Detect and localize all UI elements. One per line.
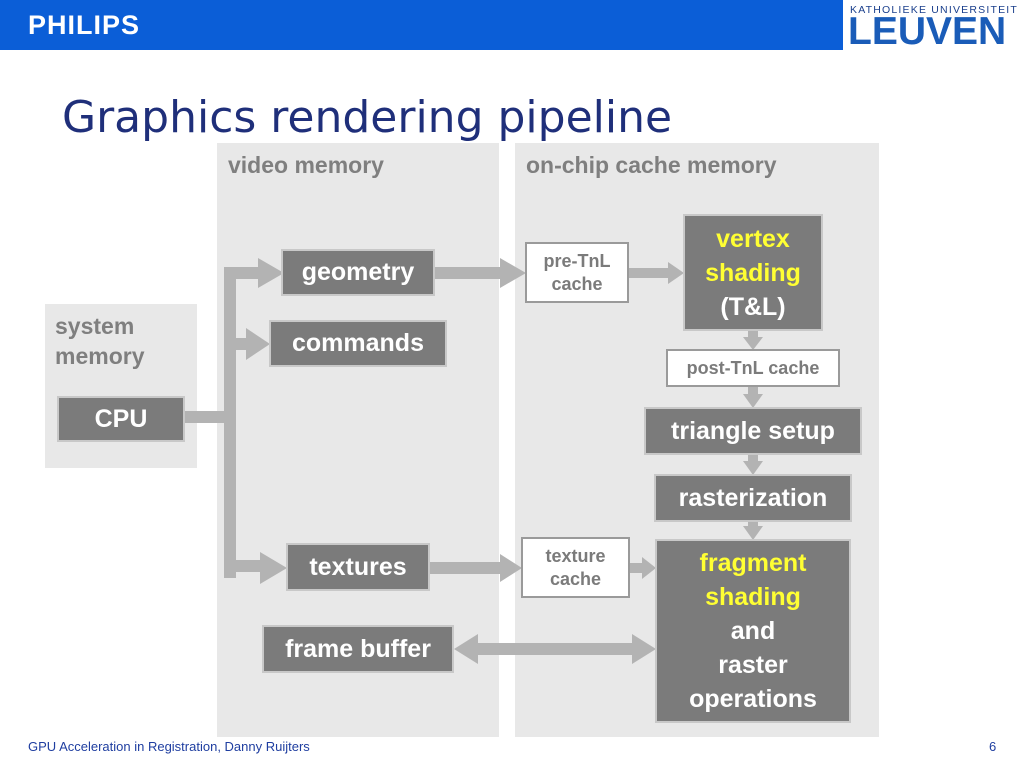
kuleuven-logo-main: LEUVEN <box>848 10 1007 53</box>
video-memory-label: video memory <box>228 152 384 178</box>
arrow-texcache-fragment-shaft <box>630 563 644 573</box>
arrow-to-commands-head <box>246 328 270 360</box>
philips-logo: PHILIPS <box>28 10 141 40</box>
vertex-shading-box: vertex shading (T&L) <box>683 214 823 331</box>
arrow-texcache-fragment-head <box>642 557 656 579</box>
arrow-vertex-posttnl-head <box>743 337 763 350</box>
system-memory-label: system memory <box>55 311 144 371</box>
fragment-shading-line3: and <box>730 617 776 645</box>
arrow-raster-fragment-head <box>743 526 763 540</box>
kuleuven-logo-top: KATHOLIEKE UNIVERSITEIT <box>850 4 1019 16</box>
slide-title: Graphics rendering pipeline <box>62 92 673 143</box>
vertex-shading-line1: vertex <box>716 224 790 253</box>
arrow-to-geometry-head <box>258 258 284 288</box>
frame-buffer-box: frame buffer <box>262 625 454 673</box>
arrow-triangle-raster-head <box>743 461 763 475</box>
pre-tnl-cache-line2: cache <box>551 273 603 294</box>
fragment-shading-line1: fragment <box>699 549 807 577</box>
arrow-vertex-posttnl-shaft <box>748 330 758 339</box>
commands-box: commands <box>269 320 447 367</box>
cpu-box: CPU <box>57 396 185 442</box>
arrow-framebuffer-head-left <box>454 634 478 664</box>
texture-cache-box: texture cache <box>521 537 630 598</box>
textures-box: textures <box>286 543 430 591</box>
pre-tnl-cache-line1: pre-TnL <box>543 250 611 271</box>
kuleuven-logo: KATHOLIEKE UNIVERSITEIT LEUVEN <box>846 0 1024 53</box>
rasterization-box: rasterization <box>654 474 852 522</box>
arrow-cpu-trunk <box>184 411 232 423</box>
geometry-box: geometry <box>281 249 435 296</box>
arrow-textures-cache-shaft <box>430 562 502 574</box>
footer-caption: GPU Acceleration in Registration, Danny … <box>28 739 310 754</box>
fragment-shading-line2: shading <box>705 583 801 611</box>
arrow-raster-fragment-shaft <box>748 521 758 528</box>
arrow-triangle-raster-shaft <box>748 454 758 463</box>
system-memory-label-line1: system <box>55 313 135 339</box>
arrow-geometry-pretnl-head <box>500 258 526 288</box>
fragment-shading-box: fragment shading and raster operations <box>655 539 851 723</box>
header-bar: PHILIPS <box>0 0 843 50</box>
pre-tnl-cache-box: pre-TnL cache <box>525 242 629 303</box>
fragment-shading-line4: raster <box>718 651 788 679</box>
arrow-geometry-pretnl-shaft <box>434 267 502 279</box>
arrow-framebuffer-shaft <box>476 643 634 655</box>
vertex-shading-line3: (T&L) <box>720 292 786 321</box>
texture-cache-line1: texture <box>545 545 606 566</box>
system-memory-label-line2: memory <box>55 343 145 369</box>
post-tnl-cache-box: post-TnL cache <box>666 349 840 387</box>
page-number: 6 <box>989 739 997 754</box>
arrow-framebuffer-head-right <box>632 634 656 664</box>
arrow-to-textures-head <box>260 552 287 584</box>
arrow-posttnl-triangle-shaft <box>748 386 758 396</box>
arrow-to-geometry-shaft <box>224 267 260 279</box>
arrow-to-textures-shaft <box>224 560 264 572</box>
arrow-to-commands-shaft <box>230 338 250 350</box>
on-chip-cache-label: on-chip cache memory <box>526 152 777 178</box>
arrow-pretnl-vertex-shaft <box>628 268 670 278</box>
texture-cache-line2: cache <box>549 568 602 589</box>
triangle-setup-box: triangle setup <box>644 407 862 455</box>
arrow-trunk-vertical <box>224 267 236 578</box>
arrow-pretnl-vertex-head <box>668 262 684 284</box>
arrow-posttnl-triangle-head <box>743 394 763 408</box>
vertex-shading-line2: shading <box>705 258 801 287</box>
arrow-textures-cache-head <box>500 554 522 582</box>
fragment-shading-line5: operations <box>689 685 817 713</box>
